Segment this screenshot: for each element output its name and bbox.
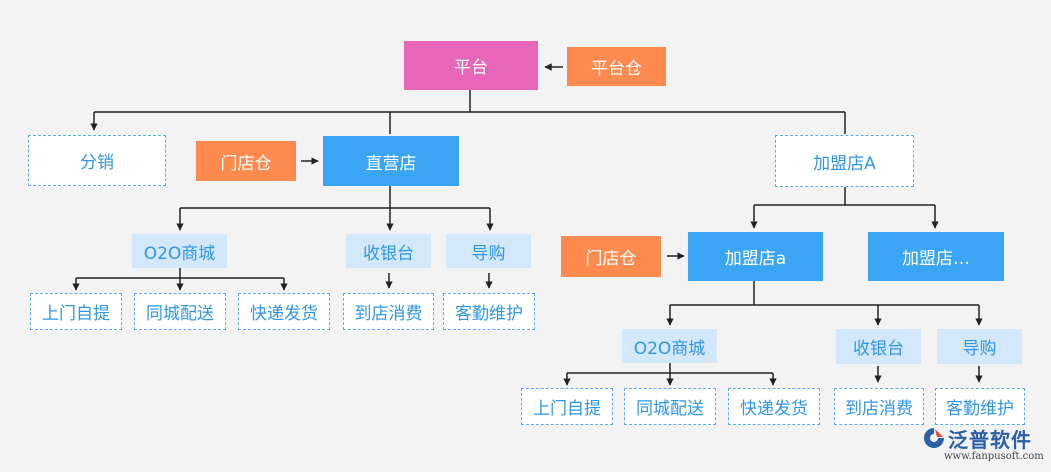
node-store-warehouse-right: 门店仓 (561, 236, 661, 277)
node-door-pickup-left: 上门自提 (30, 293, 122, 330)
logo-name: 泛普软件 (948, 428, 1032, 452)
node-same-city-left: 同城配送 (134, 293, 226, 330)
node-cashier-left: 收银台 (346, 234, 431, 268)
logo-url: www.fanpusoft.com (944, 451, 1044, 462)
node-cashier-right: 收银台 (836, 329, 921, 364)
node-express-right: 快递发货 (728, 388, 820, 425)
node-in-store-right: 到店消费 (834, 388, 924, 425)
node-franchise-more: 加盟店… (868, 232, 1004, 281)
node-o2o-mall-left: O2O商城 (132, 234, 227, 268)
node-customer-service-left: 客勤维护 (443, 293, 535, 330)
node-direct-store: 直营店 (323, 136, 459, 186)
fanpu-logo: 泛普软件 www.fanpusoft.com (922, 424, 1048, 468)
node-in-store-left: 到店消费 (343, 293, 434, 330)
node-platform: 平台 (404, 41, 538, 90)
fanpu-logo-icon (924, 428, 944, 448)
node-o2o-mall-right: O2O商城 (622, 329, 717, 363)
node-franchise-a: 加盟店a (688, 232, 823, 281)
node-distribution: 分销 (28, 135, 166, 186)
node-store-warehouse-left: 门店仓 (196, 141, 296, 181)
node-guide-right: 导购 (937, 329, 1022, 364)
node-door-pickup-right: 上门自提 (521, 388, 613, 425)
node-same-city-right: 同城配送 (624, 388, 716, 425)
node-customer-service-right: 客勤维护 (935, 388, 1025, 425)
node-platform-warehouse: 平台仓 (567, 47, 666, 86)
node-express-left: 快递发货 (238, 293, 330, 330)
node-franchise-A: 加盟店A (775, 135, 914, 187)
node-guide-left: 导购 (446, 234, 531, 268)
